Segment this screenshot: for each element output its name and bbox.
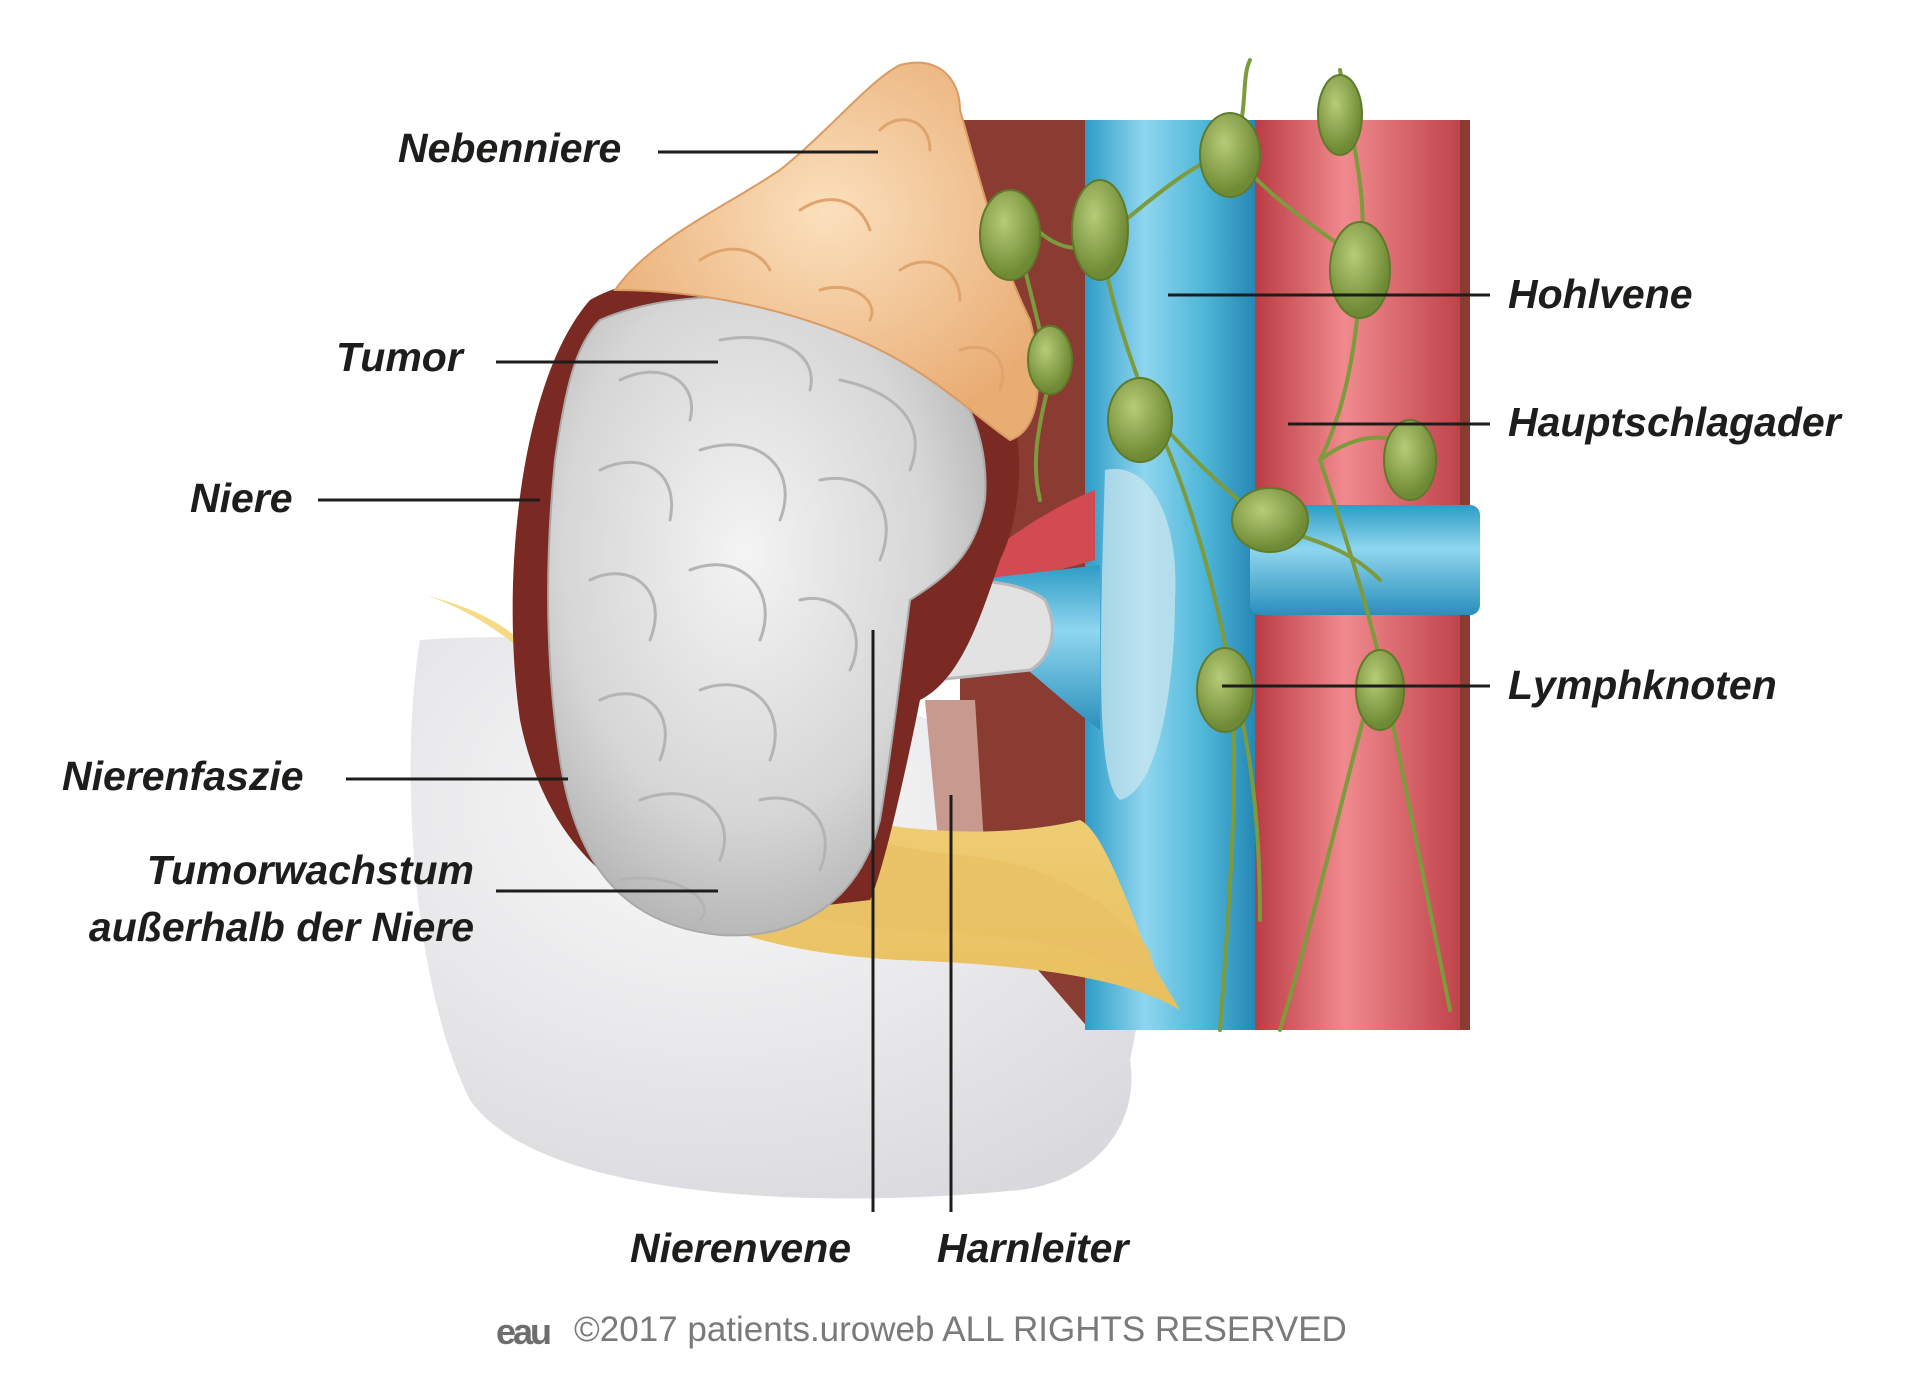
renal-artery-shape	[980, 490, 1095, 590]
cava-thrombus-shape	[1100, 468, 1176, 800]
tumor-lobules	[588, 335, 917, 922]
ureter-shape	[925, 700, 985, 860]
label-extension-line2: außerhalb der Niere	[88, 903, 474, 950]
label-ureter: Harnleiter	[937, 1225, 1129, 1271]
label-adrenal: Nebenniere	[398, 125, 622, 171]
eau-logo: eau	[496, 1311, 552, 1352]
label-extension: Tumorwachstum außerhalb der Niere	[54, 842, 474, 955]
label-vena-cava: Hohlvene	[1508, 271, 1693, 317]
copyright-text: ©2017 patients.uroweb ALL RIGHTS RESERVE…	[574, 1310, 1347, 1349]
adrenal-texture	[698, 118, 1005, 392]
left-renal-vein-shape	[1250, 505, 1480, 615]
label-kidney: Niere	[190, 475, 293, 521]
label-tumor: Tumor	[336, 334, 463, 380]
label-lymph-nodes: Lymphknoten	[1508, 662, 1777, 708]
label-aorta: Hauptschlagader	[1508, 399, 1841, 445]
label-fascia: Nierenfaszie	[62, 753, 304, 799]
label-extension-line1: Tumorwachstum	[146, 847, 474, 893]
lymph-nodes	[979, 74, 1437, 733]
label-renal-vein: Nierenvene	[630, 1225, 852, 1271]
